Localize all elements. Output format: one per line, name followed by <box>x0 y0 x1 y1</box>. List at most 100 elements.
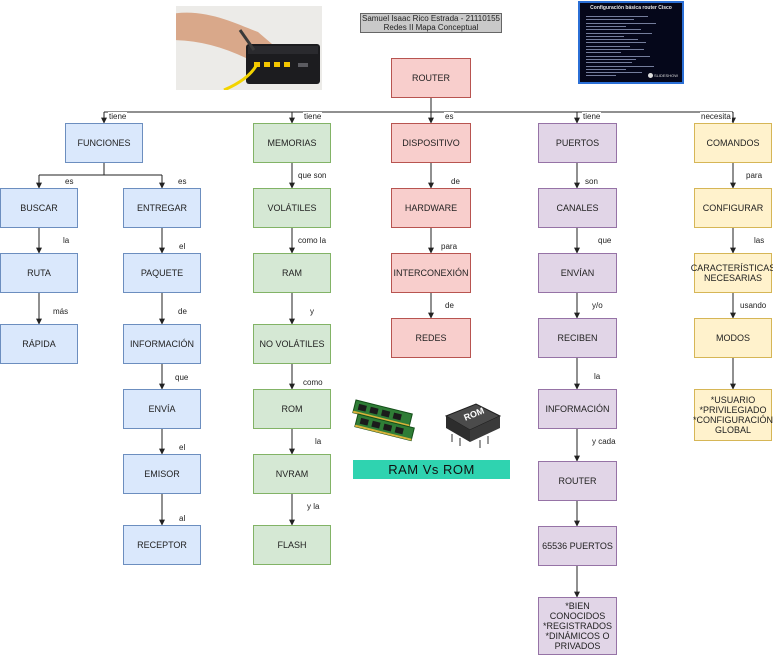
edge-label-mas: más <box>52 307 70 316</box>
node-rapida: RÁPIDA <box>0 324 78 364</box>
edge-label-el: el <box>178 443 187 452</box>
slideshow-logo-icon <box>647 73 653 78</box>
edge-label-y-cada: y cada <box>591 437 617 446</box>
terminal-text-line <box>586 32 652 34</box>
node-redes: REDES <box>391 318 471 358</box>
node-envian: ENVÍAN <box>538 253 617 293</box>
edge-label-y-la: y la <box>306 502 321 511</box>
edge-label-la: la <box>62 236 71 245</box>
edge-label-la: la <box>593 372 602 381</box>
ram-rom-graphic: ROM <box>352 399 502 448</box>
terminal-text-line <box>586 65 654 67</box>
node-rom: ROM <box>253 389 331 429</box>
edge-label-tiene-puertos: tiene <box>582 112 602 121</box>
terminal-text-line <box>586 52 621 54</box>
terminal-text-line <box>586 39 638 41</box>
node-informacion-funciones: INFORMACIÓN <box>123 324 201 364</box>
terminal-text-line <box>586 75 616 77</box>
node-funciones: FUNCIONES <box>65 123 143 163</box>
edge-label-las: las <box>753 236 766 245</box>
terminal-text-line <box>586 16 648 17</box>
node-flash: FLASH <box>253 525 331 565</box>
terminal-text-line <box>586 29 641 31</box>
node-buscar: BUSCAR <box>0 188 78 228</box>
node-ram: RAM <box>253 253 331 293</box>
node-paquete: PAQUETE <box>123 253 201 293</box>
tipos-puertos-line: *BIEN CONOCIDOS <box>549 601 606 621</box>
edge-label-que: que <box>597 236 613 245</box>
edge-label-para: para <box>440 242 459 251</box>
edge-label-tiene-funciones: tiene <box>108 112 128 121</box>
subject-line: Redes II Mapa Conceptual <box>383 23 479 32</box>
edge-label-usando: usando <box>739 301 768 310</box>
node-reciben: RECIBEN <box>538 318 617 358</box>
edge-label-tiene-memorias: tiene <box>303 112 323 121</box>
rom-chip-icon: ROM <box>444 403 502 448</box>
caracteristicas-line: CARACTERÍSTICAS <box>690 263 773 273</box>
node-no-volatiles: NO VOLÁTILES <box>253 324 331 364</box>
router-photo <box>176 6 322 90</box>
node-router-root: ROUTER <box>391 58 471 98</box>
terminal-text-line <box>586 55 650 57</box>
node-dispositivo: DISPOSITIVO <box>391 123 471 163</box>
edge-label-y-o: y/o <box>591 301 604 310</box>
node-envia: ENVÍA <box>123 389 201 429</box>
node-configurar: CONFIGURAR <box>694 188 772 228</box>
edge-label-como: como <box>302 378 324 387</box>
node-entregar: ENTREGAR <box>123 188 201 228</box>
node-tipos-puertos: *BIEN CONOCIDOS *REGISTRADOS *DINÁMICOS … <box>538 597 617 655</box>
edge-label-de: de <box>450 177 461 186</box>
terminal-text-line <box>586 72 642 74</box>
node-router-puertos: ROUTER <box>538 461 617 501</box>
terminal-logo: SLIDESHOW <box>647 73 678 78</box>
terminal-text-line <box>586 25 626 27</box>
node-interconexion: INTERCONEXIÓN <box>391 253 471 293</box>
edge-label-para: para <box>745 171 764 180</box>
terminal-title: Configuración básica router Cisco <box>590 5 672 11</box>
node-memorias: MEMORIAS <box>253 123 331 163</box>
node-comandos: COMANDOS <box>694 123 772 163</box>
edge-label-de: de <box>177 307 188 316</box>
edge-label-y: y <box>309 307 315 316</box>
router-illustration <box>176 6 322 90</box>
edge-label-al: al <box>178 514 187 523</box>
edge-label-la: la <box>314 437 323 446</box>
terminal-text-line <box>586 19 634 21</box>
terminal-text-line <box>586 45 630 47</box>
node-modos: MODOS <box>694 318 772 358</box>
node-nvram: NVRAM <box>253 454 331 494</box>
terminal-text-line <box>586 49 644 50</box>
tipos-puertos-line: *DINÁMICOS O <box>545 631 610 641</box>
tipos-modos-line: *CONFIGURACIÓN <box>693 415 773 425</box>
tipos-modos-line: *USUARIO <box>710 395 756 405</box>
terminal-text-line <box>586 58 636 60</box>
node-emisor: EMISOR <box>123 454 201 494</box>
node-puertos: PUERTOS <box>538 123 617 163</box>
node-canales: CANALES <box>538 188 617 228</box>
node-caracteristicas: CARACTERÍSTICAS NECESARIAS <box>690 253 773 293</box>
author-line: Samuel Isaac Rico Estrada - 21110155 <box>361 14 500 23</box>
tipos-modos-line: GLOBAL <box>714 425 752 435</box>
edge-label-que-son: que son <box>297 171 328 180</box>
edge-label-de: de <box>444 301 455 310</box>
terminal-text-line <box>586 62 632 64</box>
terminal-text-line <box>586 42 646 44</box>
node-65536-puertos: 65536 PUERTOS <box>538 526 617 566</box>
edge-label-el: el <box>178 242 187 251</box>
node-ruta: RUTA <box>0 253 78 293</box>
node-receptor: RECEPTOR <box>123 525 201 565</box>
edge-label-que: que <box>174 373 190 382</box>
node-hardware: HARDWARE <box>391 188 471 228</box>
terminal-text-line <box>586 35 624 37</box>
ram-stick-icon <box>352 399 415 442</box>
edge-label-es-dispositivo: es <box>444 112 455 121</box>
edge-label-es-buscar: es <box>64 177 75 186</box>
node-volatiles: VOLÁTILES <box>253 188 331 228</box>
edge-label-necesita: necesita <box>700 112 732 121</box>
terminal-logo-text: SLIDESHOW <box>653 73 678 78</box>
ram-vs-rom-banner: RAM Vs ROM <box>353 460 510 479</box>
terminal-text-line <box>586 22 656 24</box>
tipos-puertos-line: *REGISTRADOS <box>542 621 612 631</box>
terminal-text-line <box>586 68 626 70</box>
